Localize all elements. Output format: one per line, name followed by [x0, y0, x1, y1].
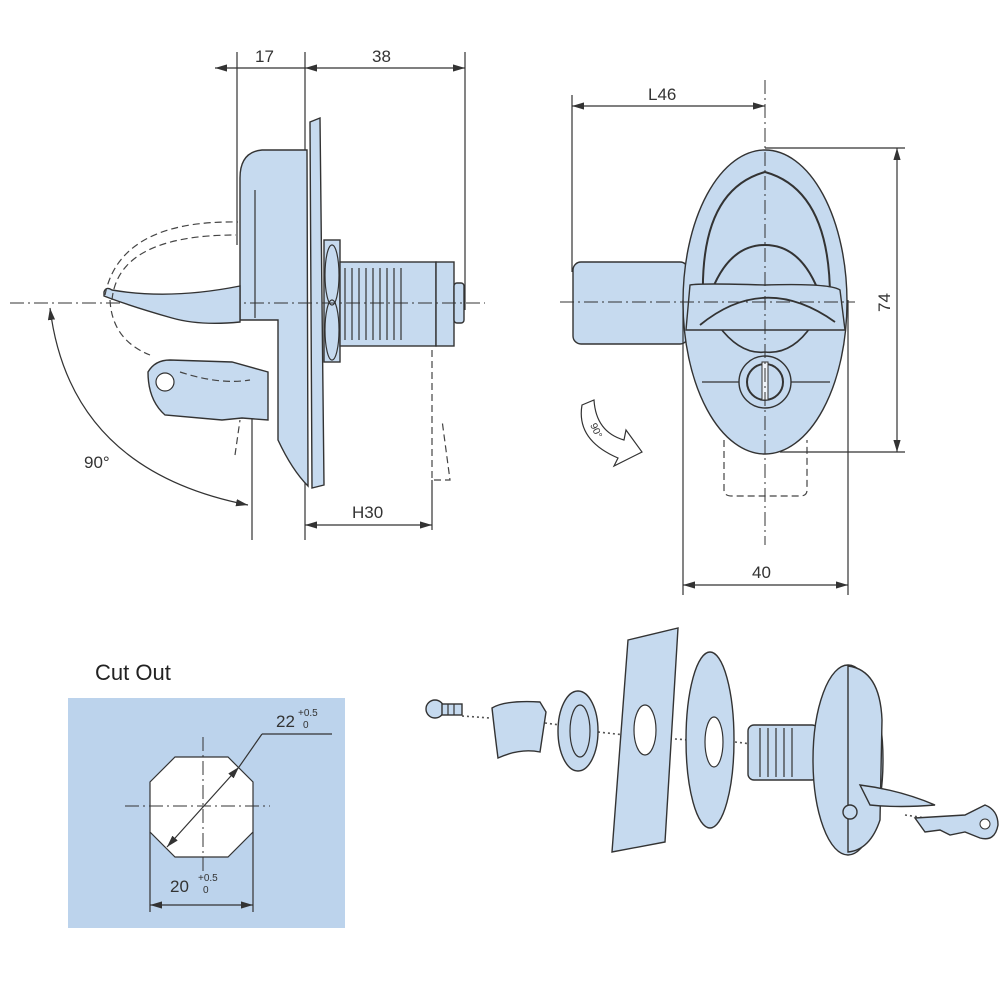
lock-housing [239, 149, 309, 488]
diagonal-tol-upper: +0.5 [298, 708, 318, 719]
dim-38-label: 38 [372, 47, 391, 66]
width-value: 20 [170, 877, 189, 896]
handle-swing-path [111, 234, 237, 301]
nut-face [324, 244, 340, 306]
cut-out-shape [149, 756, 254, 858]
assembly-axis [461, 715, 941, 821]
cut-out-title: Cut Out [95, 660, 171, 685]
width-tol-upper: +0.5 [198, 873, 218, 884]
cam-rotated-position [431, 350, 451, 481]
shaft [572, 261, 689, 345]
dim-l46-label: L46 [648, 85, 676, 104]
dim-17-label: 17 [255, 47, 274, 66]
threaded-barrel [339, 261, 437, 347]
dim-h30-label: H30 [352, 503, 383, 522]
lock-handle [858, 784, 936, 808]
gasket [685, 651, 735, 829]
hidden-line [234, 419, 241, 456]
handle-swing-path [104, 221, 239, 296]
panel [611, 627, 679, 853]
side-view: 17 38 [10, 47, 485, 540]
barrel-cap [435, 261, 455, 347]
exploded-view [425, 627, 999, 856]
key-ring-hole [155, 372, 175, 392]
width-tol-lower: 0 [203, 885, 209, 896]
dim-74-label: 74 [875, 293, 894, 312]
handle-grip-line [699, 296, 836, 326]
cam-hidden-outline [723, 440, 808, 497]
leader-line [238, 733, 263, 768]
dim-line-diagonal [166, 766, 240, 848]
recess-circle [711, 243, 819, 291]
screw [425, 699, 463, 719]
lock-body [747, 664, 936, 856]
rotation-arc [47, 307, 249, 507]
rotate-arrow-icon: 90° [580, 399, 643, 468]
dim-40-label: 40 [752, 563, 771, 582]
diagonal-tol-lower: 0 [303, 720, 309, 731]
cut-out-detail: Cut Out 22 +0.5 0 20 +0.5 0 [68, 660, 345, 928]
diagonal-value: 22 [276, 712, 295, 731]
nut-face [324, 299, 340, 361]
t-handle [103, 285, 241, 325]
key-exploded [913, 804, 999, 840]
angle-90-label: 90° [84, 453, 110, 472]
cam [491, 700, 547, 760]
front-view: L46 74 40 90° [560, 80, 905, 595]
hex-nut [557, 690, 599, 772]
thread-lines [344, 268, 402, 340]
